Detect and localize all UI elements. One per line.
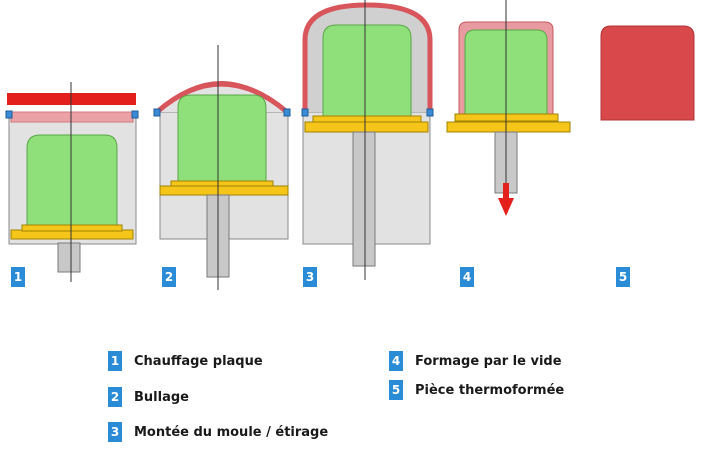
sheet-clamp-right [426, 108, 434, 117]
step-number: 1 [13, 270, 23, 284]
legend-item-5: 5 Pièce thermoformée [389, 380, 564, 400]
legend-item-3: 3 Montée du moule / étirage [108, 422, 328, 442]
step-1-badge: 1 [11, 267, 25, 287]
legend-item-1: 1 Chauffage plaque [108, 351, 263, 371]
step-number: 5 [618, 270, 628, 284]
mold-base [21, 224, 123, 232]
step-3-illustration [301, 0, 434, 280]
mold [177, 94, 267, 184]
step-number: 4 [462, 270, 472, 284]
step-4-badge: 4 [460, 267, 474, 287]
legend-label: Chauffage plaque [134, 353, 263, 369]
legend-label: Bullage [134, 389, 189, 405]
step-number: 2 [164, 270, 174, 284]
sheet-clamp-left [301, 108, 309, 117]
sheet-clamp-left [5, 110, 13, 119]
sheet-clamp-right [131, 110, 139, 119]
mold-base [312, 115, 422, 123]
mold-plate [446, 121, 571, 133]
step-5-badge: 5 [616, 267, 630, 287]
legend-number: 2 [108, 387, 122, 407]
legend-label: Montée du moule / étirage [134, 424, 329, 440]
legend-label: Formage par le vide [415, 353, 562, 369]
final-part-body [600, 25, 695, 121]
legend-number: 1 [108, 351, 122, 371]
sheet-clamp-left [153, 108, 161, 117]
step-4-illustration [446, 0, 571, 216]
legend-number: 4 [389, 351, 403, 371]
plastic-sheet [10, 111, 134, 123]
downward-arrow-icon [498, 183, 514, 216]
mold [322, 24, 412, 118]
sheet-clamp-right [283, 108, 291, 117]
step-2-illustration [153, 45, 291, 290]
bubbled-sheet-outline [155, 81, 289, 114]
legend-number: 5 [389, 380, 403, 400]
piston-rod [57, 242, 81, 273]
mold [26, 134, 118, 226]
step-1-illustration [5, 82, 139, 282]
step-3-badge: 3 [303, 267, 317, 287]
mold-plate [159, 185, 289, 196]
step-number: 3 [305, 270, 315, 284]
step-5-illustration [600, 25, 695, 121]
mold-plate [304, 121, 429, 133]
legend-item-4: 4 Formage par le vide [389, 351, 562, 371]
piston-rod [352, 131, 376, 267]
step-2-badge: 2 [162, 267, 176, 287]
legend-item-2: 2 Bullage [108, 387, 189, 407]
legend-number: 3 [108, 422, 122, 442]
legend-label: Pièce thermoformée [415, 382, 565, 398]
